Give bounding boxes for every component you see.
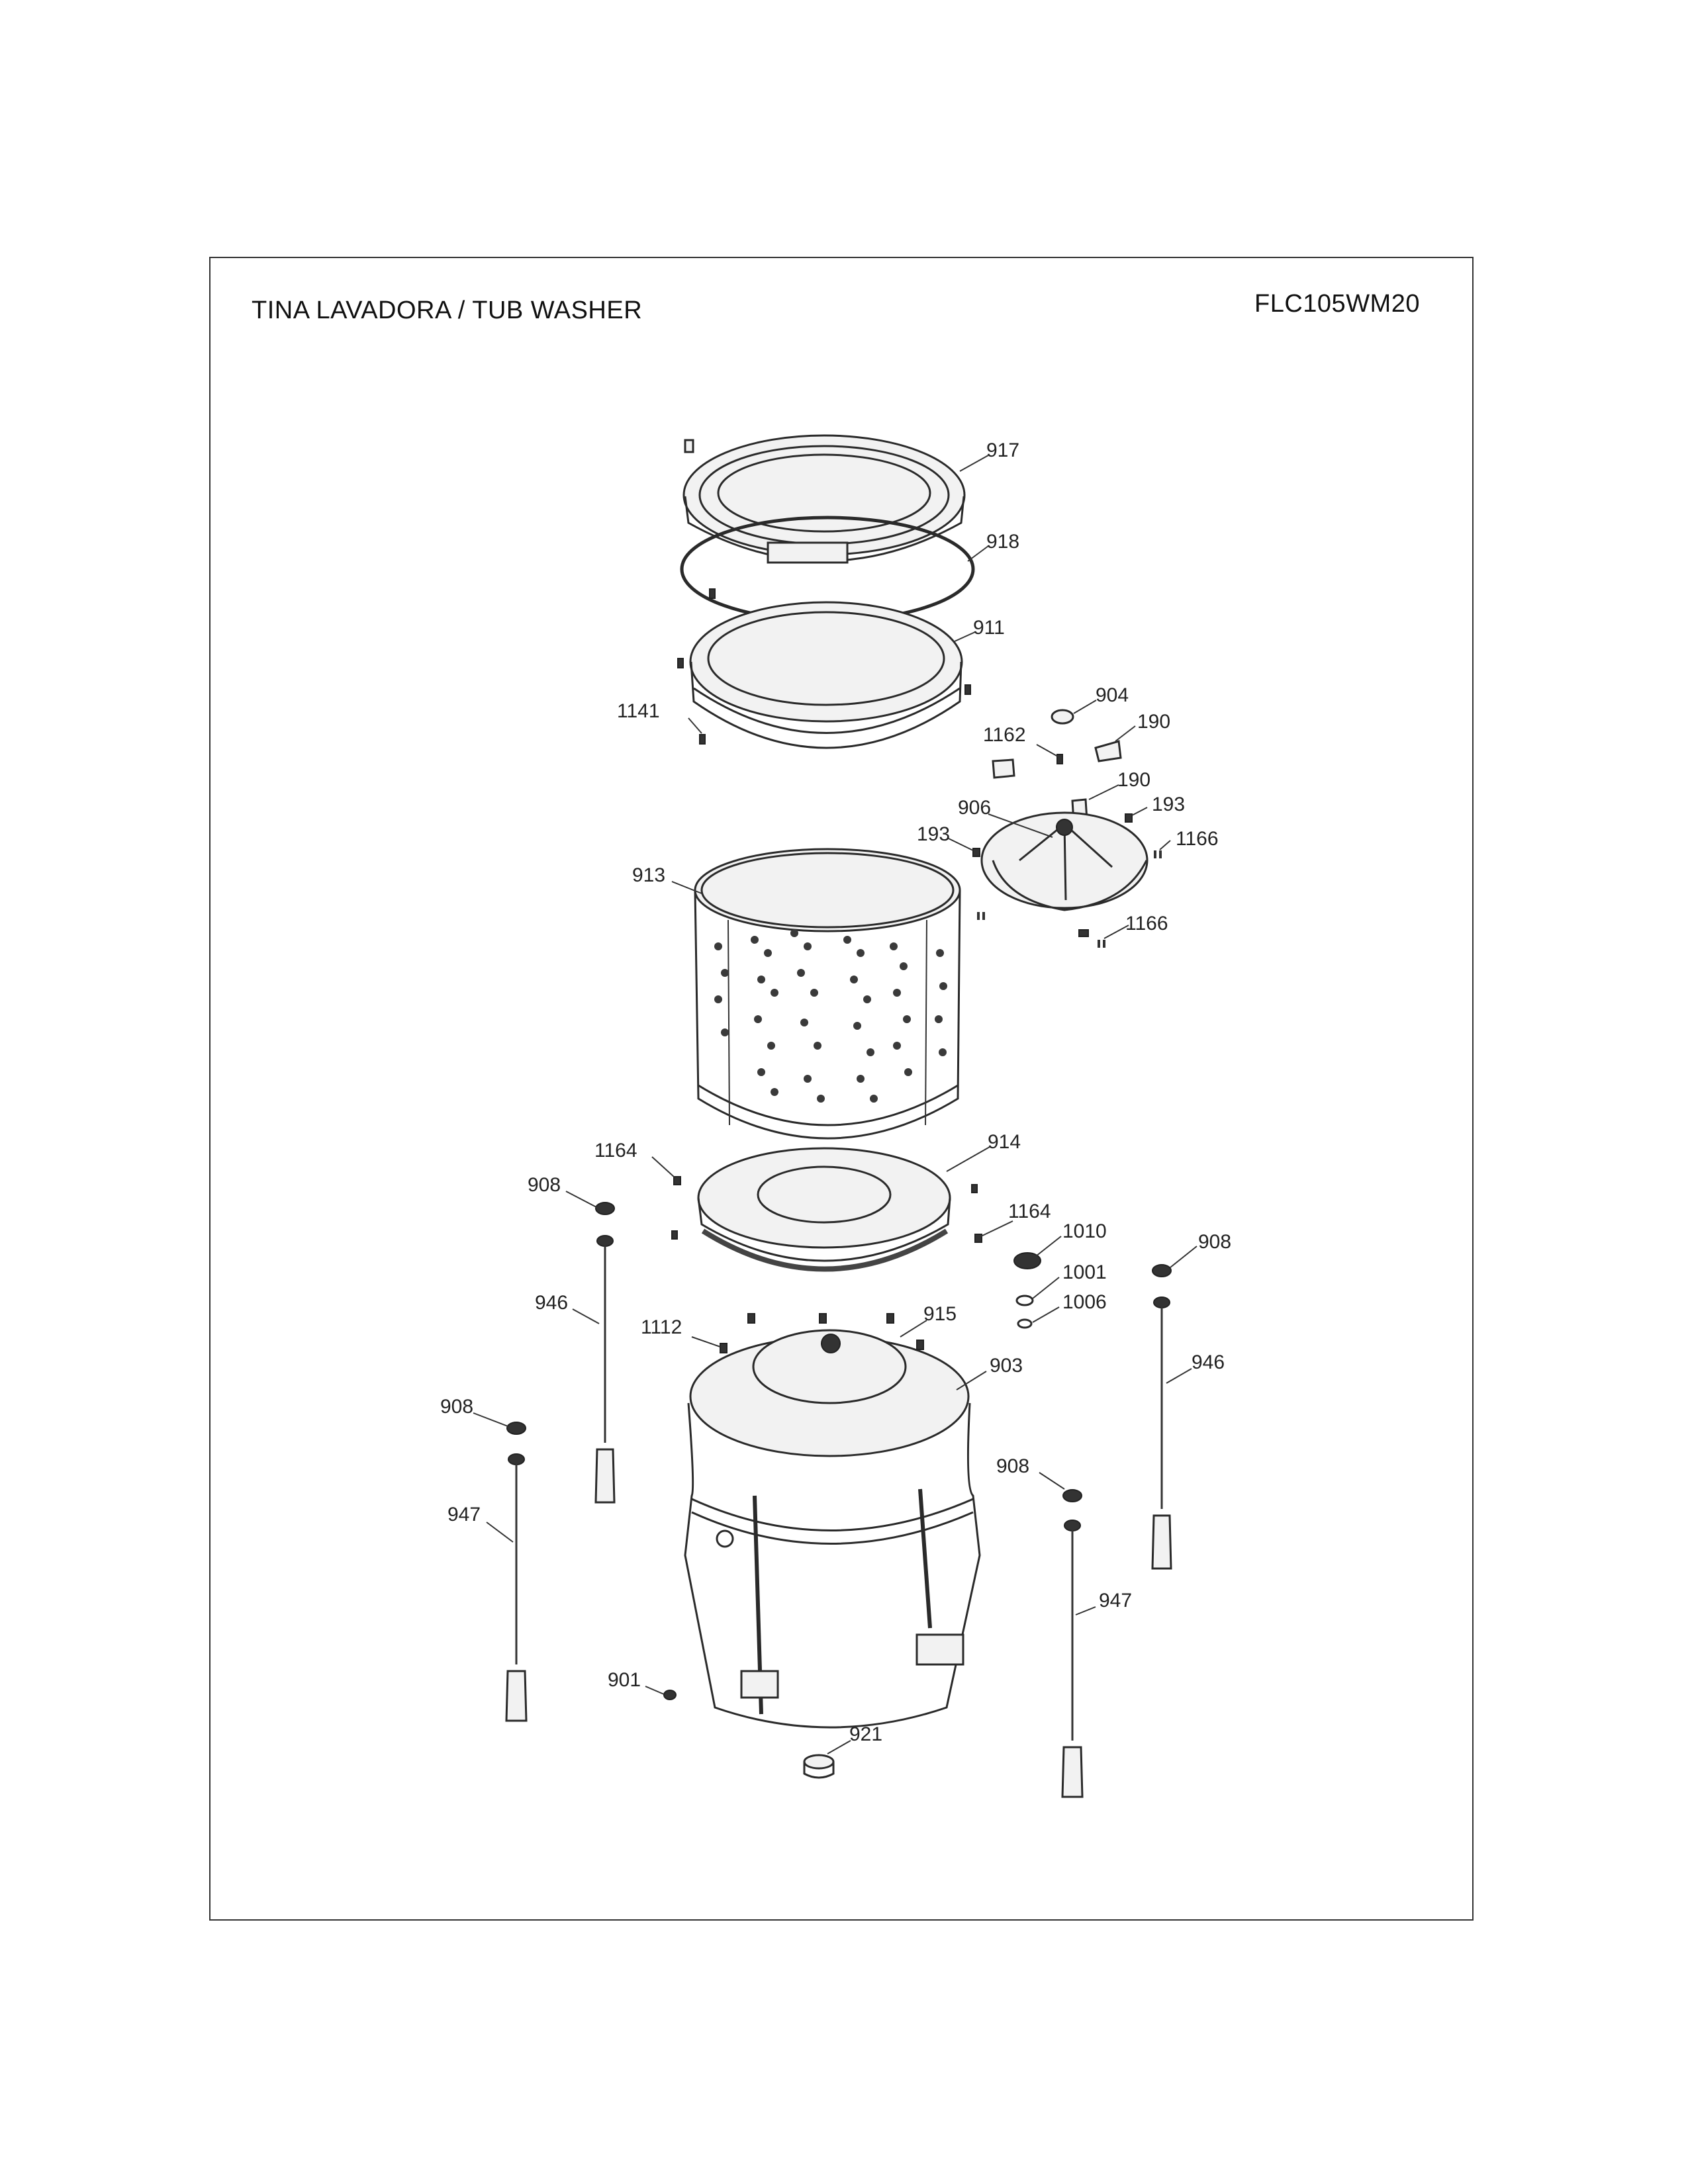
part-947-suspension-rod-right [1061,1520,1084,1798]
callout-917: 917 [986,439,1019,461]
callout-911: 911 [973,617,1005,639]
part-908-rod-caps [506,1202,1172,1502]
diagram-title: TINA LAVADORA / TUB WASHER [252,296,643,324]
model-number: FLC105WM20 [1254,290,1420,318]
callout-921: 921 [849,1723,882,1745]
part-901-drain-plug [663,1690,677,1700]
callout-193-left: 193 [917,823,950,845]
leader-lines [473,455,1197,1754]
part-904-cap [1051,709,1074,725]
callout-946-left: 946 [535,1292,568,1314]
callout-946-right: 946 [1192,1351,1225,1373]
callout-908-upper-right: 908 [1198,1231,1231,1253]
callout-labels: 917 918 911 1141 904 190 1162 190 906 19… [440,439,1231,1745]
callout-908-lower-right: 908 [996,1455,1029,1477]
callout-906: 906 [958,797,991,819]
part-1164-bolts [671,1176,982,1243]
basket-perforations [714,929,947,1103]
screws-1141 [677,588,971,745]
callout-190-top: 190 [1137,711,1170,733]
callout-918: 918 [986,531,1019,553]
callout-1162: 1162 [983,724,1026,746]
diagram-frame [209,257,1474,1921]
part-1112-screws [720,1313,924,1353]
callout-908-upper-left: 908 [528,1174,561,1196]
part-190-agitator-cone [992,740,1122,823]
callout-908-lower-left: 908 [440,1396,473,1418]
part-1006-washer [1017,1318,1033,1329]
part-914-basket-base [697,1147,951,1272]
callout-901: 901 [608,1669,641,1691]
part-1162-screw [1056,754,1063,764]
callout-915: 915 [923,1303,957,1325]
part-946-suspension-rod-left [594,1235,616,1504]
part-911-balance-ring [689,601,963,749]
part-1166-screws [977,850,1162,948]
callout-1164-left: 1164 [594,1140,637,1161]
part-913-inner-basket [694,848,961,1140]
callout-1164-right: 1164 [1008,1201,1051,1222]
callout-914: 914 [988,1131,1021,1153]
part-903-outer-tub [684,1329,981,1729]
part-921-bushing [803,1754,835,1779]
part-193-screws [972,813,1133,857]
callout-913: 913 [632,864,665,886]
callout-1006: 1006 [1062,1291,1107,1313]
callout-190-mid: 190 [1117,769,1150,791]
callout-1141: 1141 [617,700,660,722]
part-917-tub-cover [682,434,966,564]
part-946-suspension-rod-right [1151,1297,1172,1570]
part-906-pulsator [980,811,1149,911]
callout-904: 904 [1096,684,1129,706]
callout-1166-lower: 1166 [1125,913,1168,934]
callout-193-right: 193 [1152,794,1185,815]
part-1010-nut [1013,1252,1041,1269]
part-947-suspension-rod-left [505,1453,528,1722]
callout-947-left: 947 [447,1504,481,1525]
callout-1001: 1001 [1062,1261,1107,1283]
callout-947-right: 947 [1099,1590,1132,1612]
callout-1112: 1112 [641,1316,682,1338]
callout-903: 903 [990,1355,1023,1377]
part-1001-washer [1015,1295,1034,1306]
callout-1010: 1010 [1062,1220,1107,1242]
callout-1166-upper: 1166 [1176,828,1219,850]
